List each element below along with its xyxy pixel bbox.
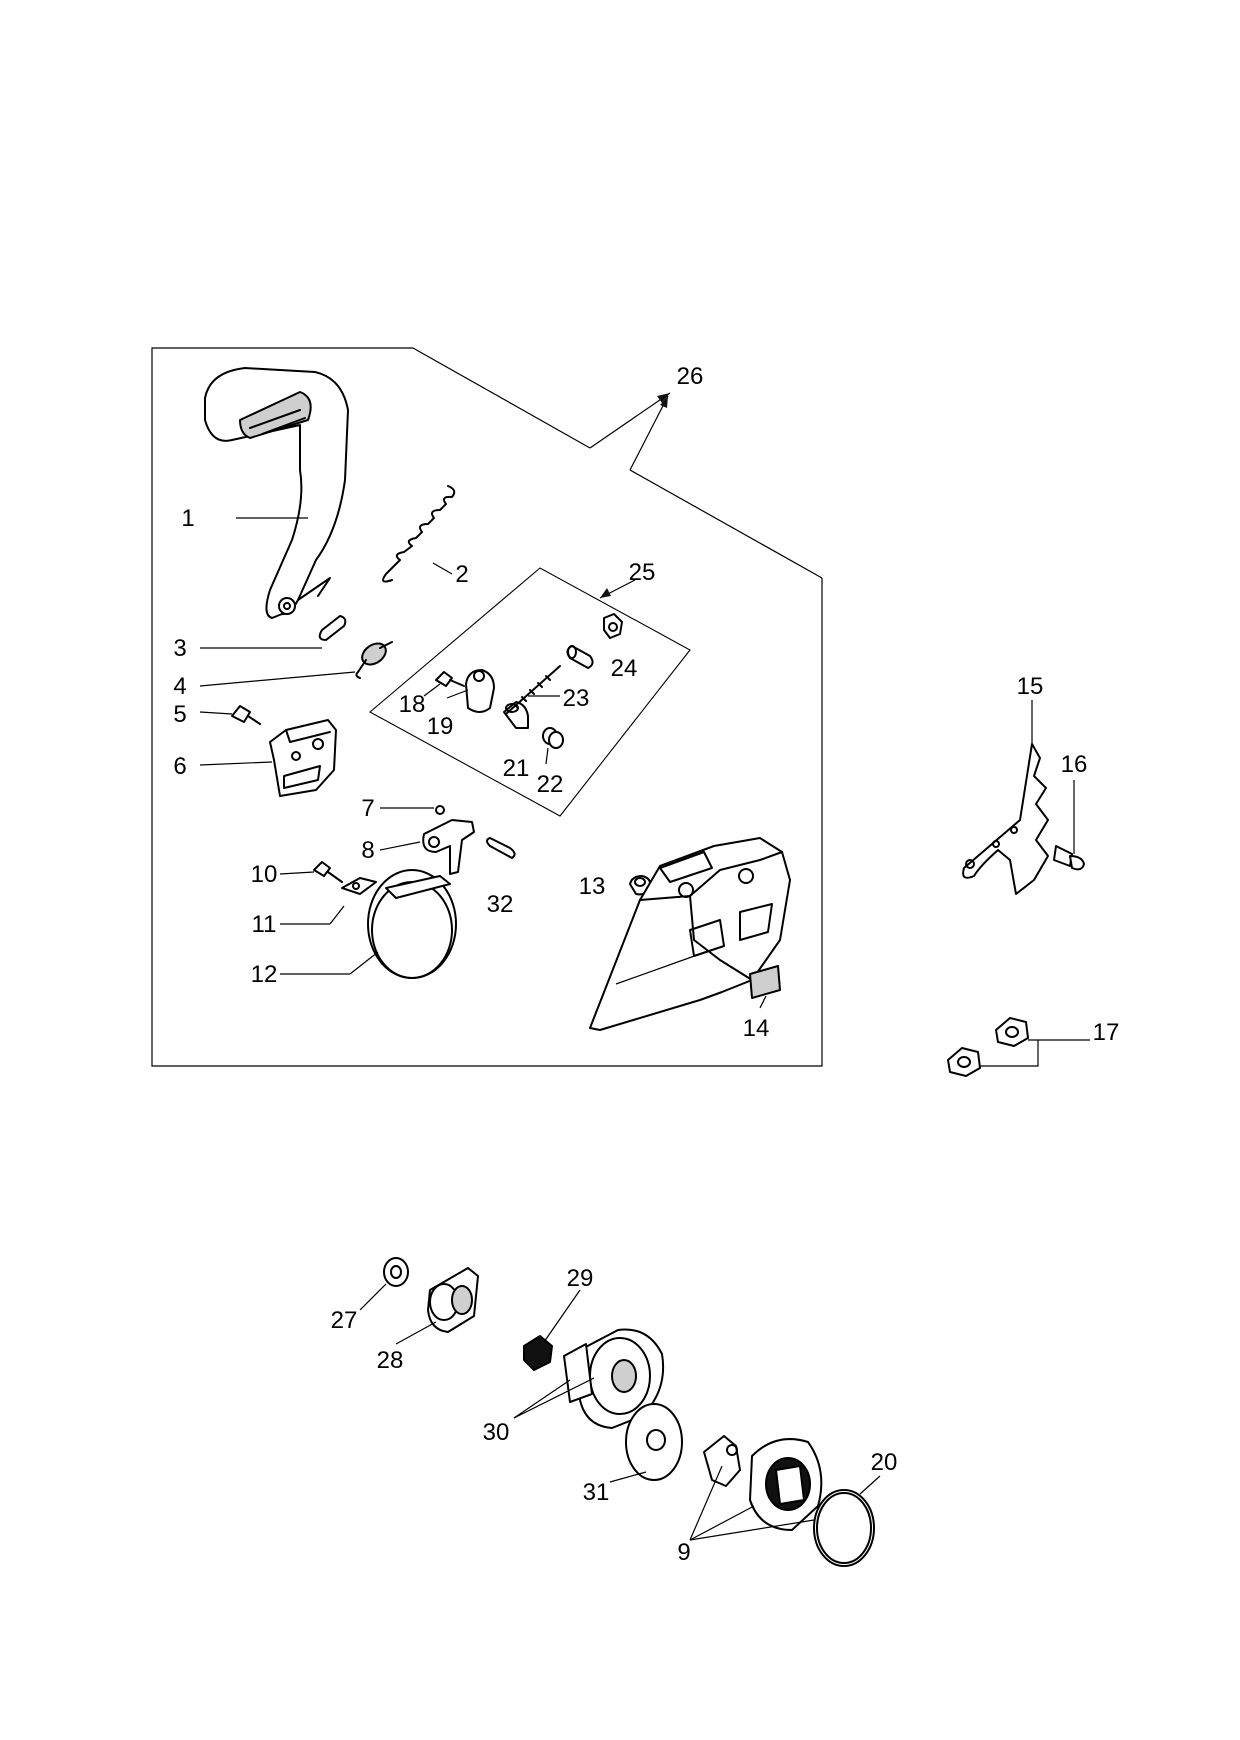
part-12-brake-band xyxy=(280,869,457,979)
callout-11: 11 xyxy=(252,911,277,938)
assembly-25-boundary xyxy=(369,567,691,817)
callout-28: 28 xyxy=(377,1347,404,1374)
sprocket-cover xyxy=(589,837,791,1031)
callout-15: 15 xyxy=(1017,673,1044,700)
callout-9: 9 xyxy=(677,1539,690,1566)
callout-3: 3 xyxy=(173,635,186,662)
part-8-lever xyxy=(379,819,475,875)
part-9-clutch-shoes xyxy=(689,1438,823,1541)
part-31-washer xyxy=(609,1403,683,1483)
part-15-chain-catcher xyxy=(962,700,1049,895)
callout-29: 29 xyxy=(567,1265,594,1292)
callout-22: 22 xyxy=(537,771,564,798)
part-5-screw xyxy=(199,705,261,725)
part-28-sprocket-rim xyxy=(395,1267,479,1345)
part-17-nuts xyxy=(947,1017,1090,1077)
callout-20: 20 xyxy=(871,1449,898,1476)
callout-27: 27 xyxy=(331,1307,358,1334)
callout-16: 16 xyxy=(1061,751,1088,778)
part-20-ring xyxy=(813,1475,881,1567)
part-16-screw xyxy=(1053,780,1085,871)
callout-21: 21 xyxy=(503,755,530,782)
callout-32: 32 xyxy=(487,891,514,918)
callout-14: 14 xyxy=(743,1015,770,1042)
callout-10: 10 xyxy=(251,861,278,888)
callout-23: 23 xyxy=(563,685,590,712)
callout-7: 7 xyxy=(361,795,374,822)
part-19-cam xyxy=(446,669,495,713)
callout-labels: 1 2 3 4 5 6 7 8 9 10 11 12 13 14 15 16 1… xyxy=(173,363,1119,1566)
assembly-26-boundary xyxy=(151,347,823,1067)
part-29-needle-bearing xyxy=(523,1289,581,1371)
callout-18: 18 xyxy=(399,691,426,718)
part-10-screw xyxy=(279,861,343,883)
callout-24: 24 xyxy=(611,655,638,682)
callout-13: 13 xyxy=(579,873,606,900)
callout-6: 6 xyxy=(173,753,186,780)
part-27-washer xyxy=(359,1257,409,1311)
part-1-hand-guard xyxy=(204,367,349,619)
part-6-brake-bracket xyxy=(199,719,337,797)
part-2-spring xyxy=(382,485,456,583)
part-7-clip xyxy=(380,805,445,815)
part-14-sticker xyxy=(749,965,781,1009)
callout-1: 1 xyxy=(181,505,194,532)
callout-25: 25 xyxy=(629,559,656,586)
part-25-nut xyxy=(603,613,623,639)
part-24-sleeve xyxy=(566,645,594,669)
part-30-clutch-drum xyxy=(513,1328,665,1429)
part-4-torsion-spring xyxy=(199,641,393,687)
callout-30: 30 xyxy=(483,1419,510,1446)
part-32-pin xyxy=(486,837,516,859)
callout-8: 8 xyxy=(361,837,374,864)
callout-4: 4 xyxy=(173,673,186,700)
callout-12: 12 xyxy=(251,961,278,988)
callout-19: 19 xyxy=(427,713,454,740)
part-11-clip xyxy=(280,877,377,925)
callout-5: 5 xyxy=(173,701,186,728)
part-9-clutch-hub xyxy=(703,1435,741,1487)
callout-17: 17 xyxy=(1093,1019,1120,1046)
callout-26: 26 xyxy=(677,363,704,390)
part-22-washer xyxy=(542,727,564,765)
callout-2: 2 xyxy=(455,561,468,588)
callout-31: 31 xyxy=(583,1479,610,1506)
part-3-pin xyxy=(200,615,347,649)
part-18-screw xyxy=(423,671,465,697)
part-23-tensioner-screw xyxy=(505,665,561,715)
